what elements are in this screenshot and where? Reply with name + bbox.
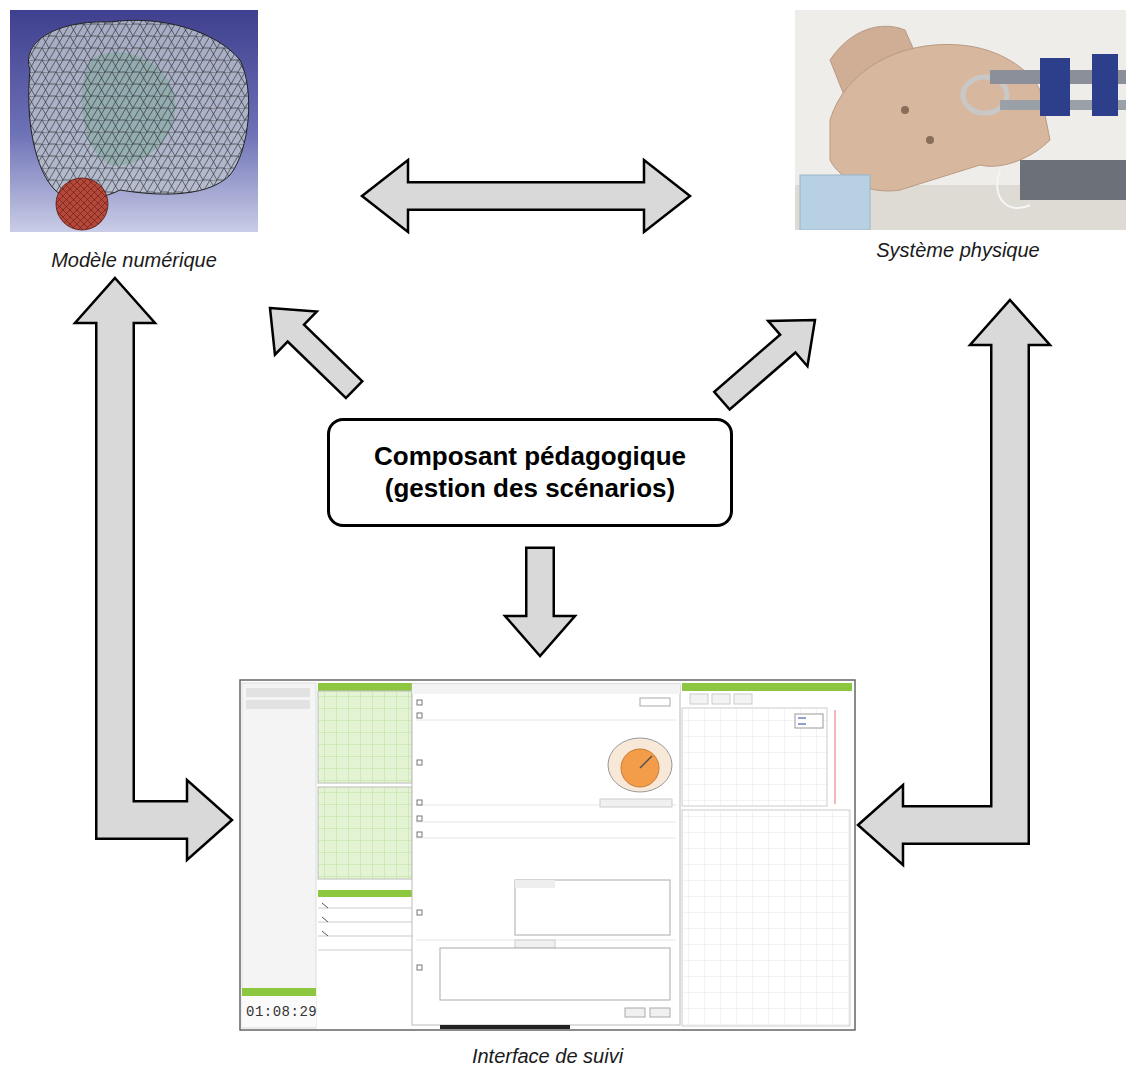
block-arrow — [270, 308, 355, 391]
physical-system-photo-part — [926, 136, 934, 144]
arrow-shaft-fill — [723, 342, 790, 400]
interface-screenshot-part — [412, 684, 680, 1025]
arrow-head — [505, 616, 575, 656]
physical-system-photo-part — [795, 10, 1126, 230]
interface-screenshot — [240, 680, 855, 1030]
interface-screenshot-part — [600, 799, 672, 807]
interface-screenshot-part — [515, 880, 670, 935]
interface-screenshot-part — [515, 940, 555, 948]
interface-screenshot-part — [417, 700, 422, 705]
digital-model-illustration-part — [28, 20, 248, 199]
process-box: Composant pédagogique (gestion des scéna… — [327, 418, 733, 527]
interface-screenshot-part — [682, 683, 852, 691]
physical-system-photo-part — [830, 44, 1050, 191]
interface-screenshot-part — [835, 710, 836, 804]
interface-screenshot-part — [318, 908, 412, 950]
arrow-shaft-fill — [294, 331, 354, 389]
arrow-head — [187, 780, 232, 860]
physical-system-photo-part — [997, 170, 1030, 208]
interface-screenshot-part — [608, 738, 672, 792]
arrow-head — [644, 160, 690, 232]
interface-screenshot-part — [440, 948, 670, 1000]
arrow-shaft-fill — [900, 342, 1010, 825]
block-arrow — [721, 320, 815, 402]
figure-panel: Interface de suivi — [240, 680, 855, 1068]
digital-model-illustration — [10, 10, 258, 232]
interface-screenshot-part — [318, 890, 412, 897]
interface-screenshot-part — [318, 787, 412, 879]
interface-screenshot-part — [640, 756, 652, 768]
physical-system-photo-part — [1020, 160, 1126, 200]
interface-screenshot-part — [417, 760, 422, 765]
physical-system-photo-part — [1040, 58, 1070, 116]
arrow-head — [858, 785, 903, 865]
interface-screenshot-part — [242, 683, 316, 1028]
interface-screenshot-part — [417, 965, 422, 970]
interface-screenshot-part — [440, 1025, 570, 1029]
interface-screenshot-part — [246, 700, 310, 709]
block-arrow — [858, 300, 1050, 865]
figure-caption: Modèle numérique — [51, 248, 217, 272]
figure-panel: Système physique — [795, 10, 1121, 262]
physical-system-photo — [795, 10, 1126, 230]
interface-screenshot-part — [712, 694, 730, 704]
arrow-head — [362, 160, 408, 232]
block-arrow — [75, 278, 232, 860]
interface-screenshot-part — [798, 718, 806, 724]
digital-model-illustration-part — [56, 178, 108, 230]
interface-screenshot-part — [322, 903, 328, 936]
interface-screenshot-part — [515, 880, 555, 888]
physical-system-photo-part — [901, 106, 909, 114]
arrow-head — [970, 300, 1050, 345]
figure-panel: Modèle numérique — [10, 10, 258, 272]
interface-screenshot-part — [734, 694, 752, 704]
box-text: Composant pédagogique (gestion des scéna… — [348, 440, 712, 504]
interface-screenshot-part — [621, 749, 659, 787]
digital-model-illustration-part — [10, 10, 258, 232]
interface-screenshot-part — [682, 810, 850, 1026]
interface-screenshot-part — [318, 787, 412, 879]
interface-screenshot-part — [682, 708, 827, 806]
arrow-shaft-fill — [115, 320, 190, 820]
arrow-shaft-fill — [528, 549, 553, 619]
interface-screenshot-part — [682, 708, 827, 806]
interface-screenshot-part — [318, 691, 412, 783]
interface-screenshot-part — [690, 694, 708, 704]
physical-system-photo-part — [1092, 54, 1118, 116]
digital-model-illustration-part — [56, 178, 108, 230]
interface-screenshot-part — [417, 800, 422, 805]
interface-screenshot-part — [417, 832, 422, 837]
interface-screenshot-part — [242, 988, 316, 996]
block-arrow — [362, 160, 690, 232]
physical-system-photo-part — [800, 175, 870, 230]
timer-readout: 01:08:29 — [246, 1003, 317, 1021]
interface-screenshot-part — [240, 680, 855, 1030]
block-arrow — [505, 547, 575, 657]
interface-screenshot-part — [650, 1008, 670, 1017]
interface-screenshot-part — [682, 810, 850, 1026]
interface-screenshot-part — [417, 816, 422, 821]
arrow-shaft-fill — [405, 184, 647, 209]
interface-screenshot-part — [417, 910, 422, 915]
digital-model-illustration-part — [28, 20, 248, 199]
interface-screenshot-part — [640, 698, 670, 706]
interface-screenshot-part — [318, 683, 412, 691]
interface-screenshot-part — [318, 691, 412, 783]
interface-screenshot-part — [412, 684, 680, 694]
interface-screenshot-part — [246, 688, 310, 697]
interface-screenshot-part — [416, 720, 676, 940]
interface-screenshot-part — [795, 714, 823, 728]
arrow-head — [75, 278, 155, 323]
figure-caption: Système physique — [876, 238, 1039, 262]
interface-screenshot-part — [625, 1008, 645, 1017]
interface-screenshot-part — [417, 713, 422, 718]
figure-caption: Interface de suivi — [472, 1044, 623, 1068]
